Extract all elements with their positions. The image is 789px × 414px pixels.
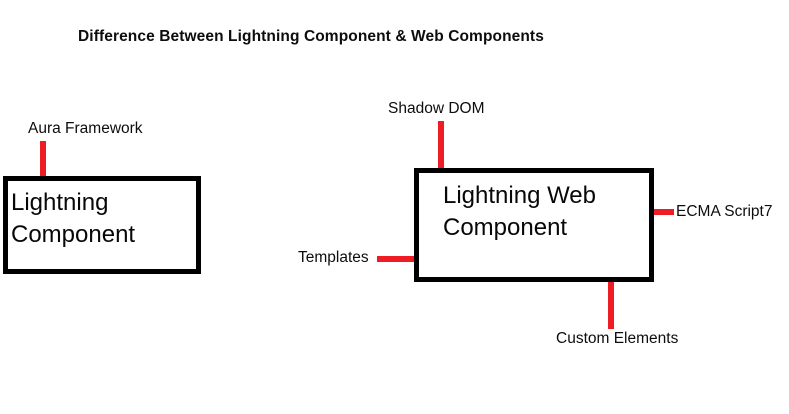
annotation-ecma-script7: ECMA Script7 — [676, 203, 773, 220]
annotation-custom-elements: Custom Elements — [556, 330, 679, 347]
connector-custom-elements — [608, 279, 614, 329]
node-lightning-component — [3, 176, 201, 274]
diagram-title: Difference Between Lightning Component &… — [78, 28, 544, 45]
connector-ecma-script7 — [652, 209, 674, 215]
node-label-lightning-component: Lightning Component — [11, 189, 136, 249]
connector-aura-framework — [40, 141, 46, 178]
annotation-templates: Templates — [298, 249, 369, 266]
connector-templates — [377, 256, 417, 262]
annotation-shadow-dom: Shadow DOM — [388, 100, 485, 117]
annotation-aura-framework: Aura Framework — [28, 120, 143, 137]
node-lightning-web-component — [414, 168, 654, 282]
connector-shadow-dom — [438, 121, 444, 171]
node-label-lightning-web-component: Lightning Web Component — [443, 182, 596, 242]
